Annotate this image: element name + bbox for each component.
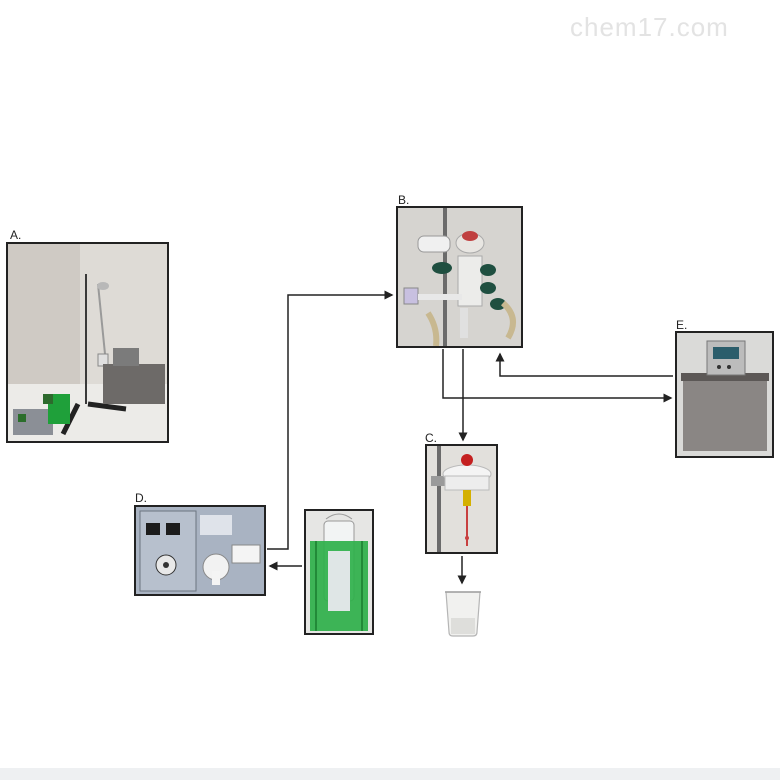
panel-label-c: C. xyxy=(425,431,437,445)
photo-tube-rack xyxy=(304,509,374,635)
beaker xyxy=(443,588,483,638)
photo-e-water-bath xyxy=(675,331,774,458)
panel-label-b: B. xyxy=(398,193,410,207)
panel-label-d: D. xyxy=(135,491,147,505)
panel-label-e: E. xyxy=(676,318,688,332)
photo-a-apparatus xyxy=(6,242,169,443)
photo-b-reactor xyxy=(396,206,523,348)
photo-c-filter-holder xyxy=(425,444,498,554)
arrow-e-to-b xyxy=(495,352,673,377)
footer-strip xyxy=(0,768,780,780)
arrow-b-to-e xyxy=(442,349,673,403)
photo-d-pump xyxy=(134,505,266,596)
panel-label-a: A. xyxy=(10,228,22,242)
watermark: chem17.com xyxy=(570,12,729,42)
arrow-d-to-b xyxy=(267,290,394,550)
